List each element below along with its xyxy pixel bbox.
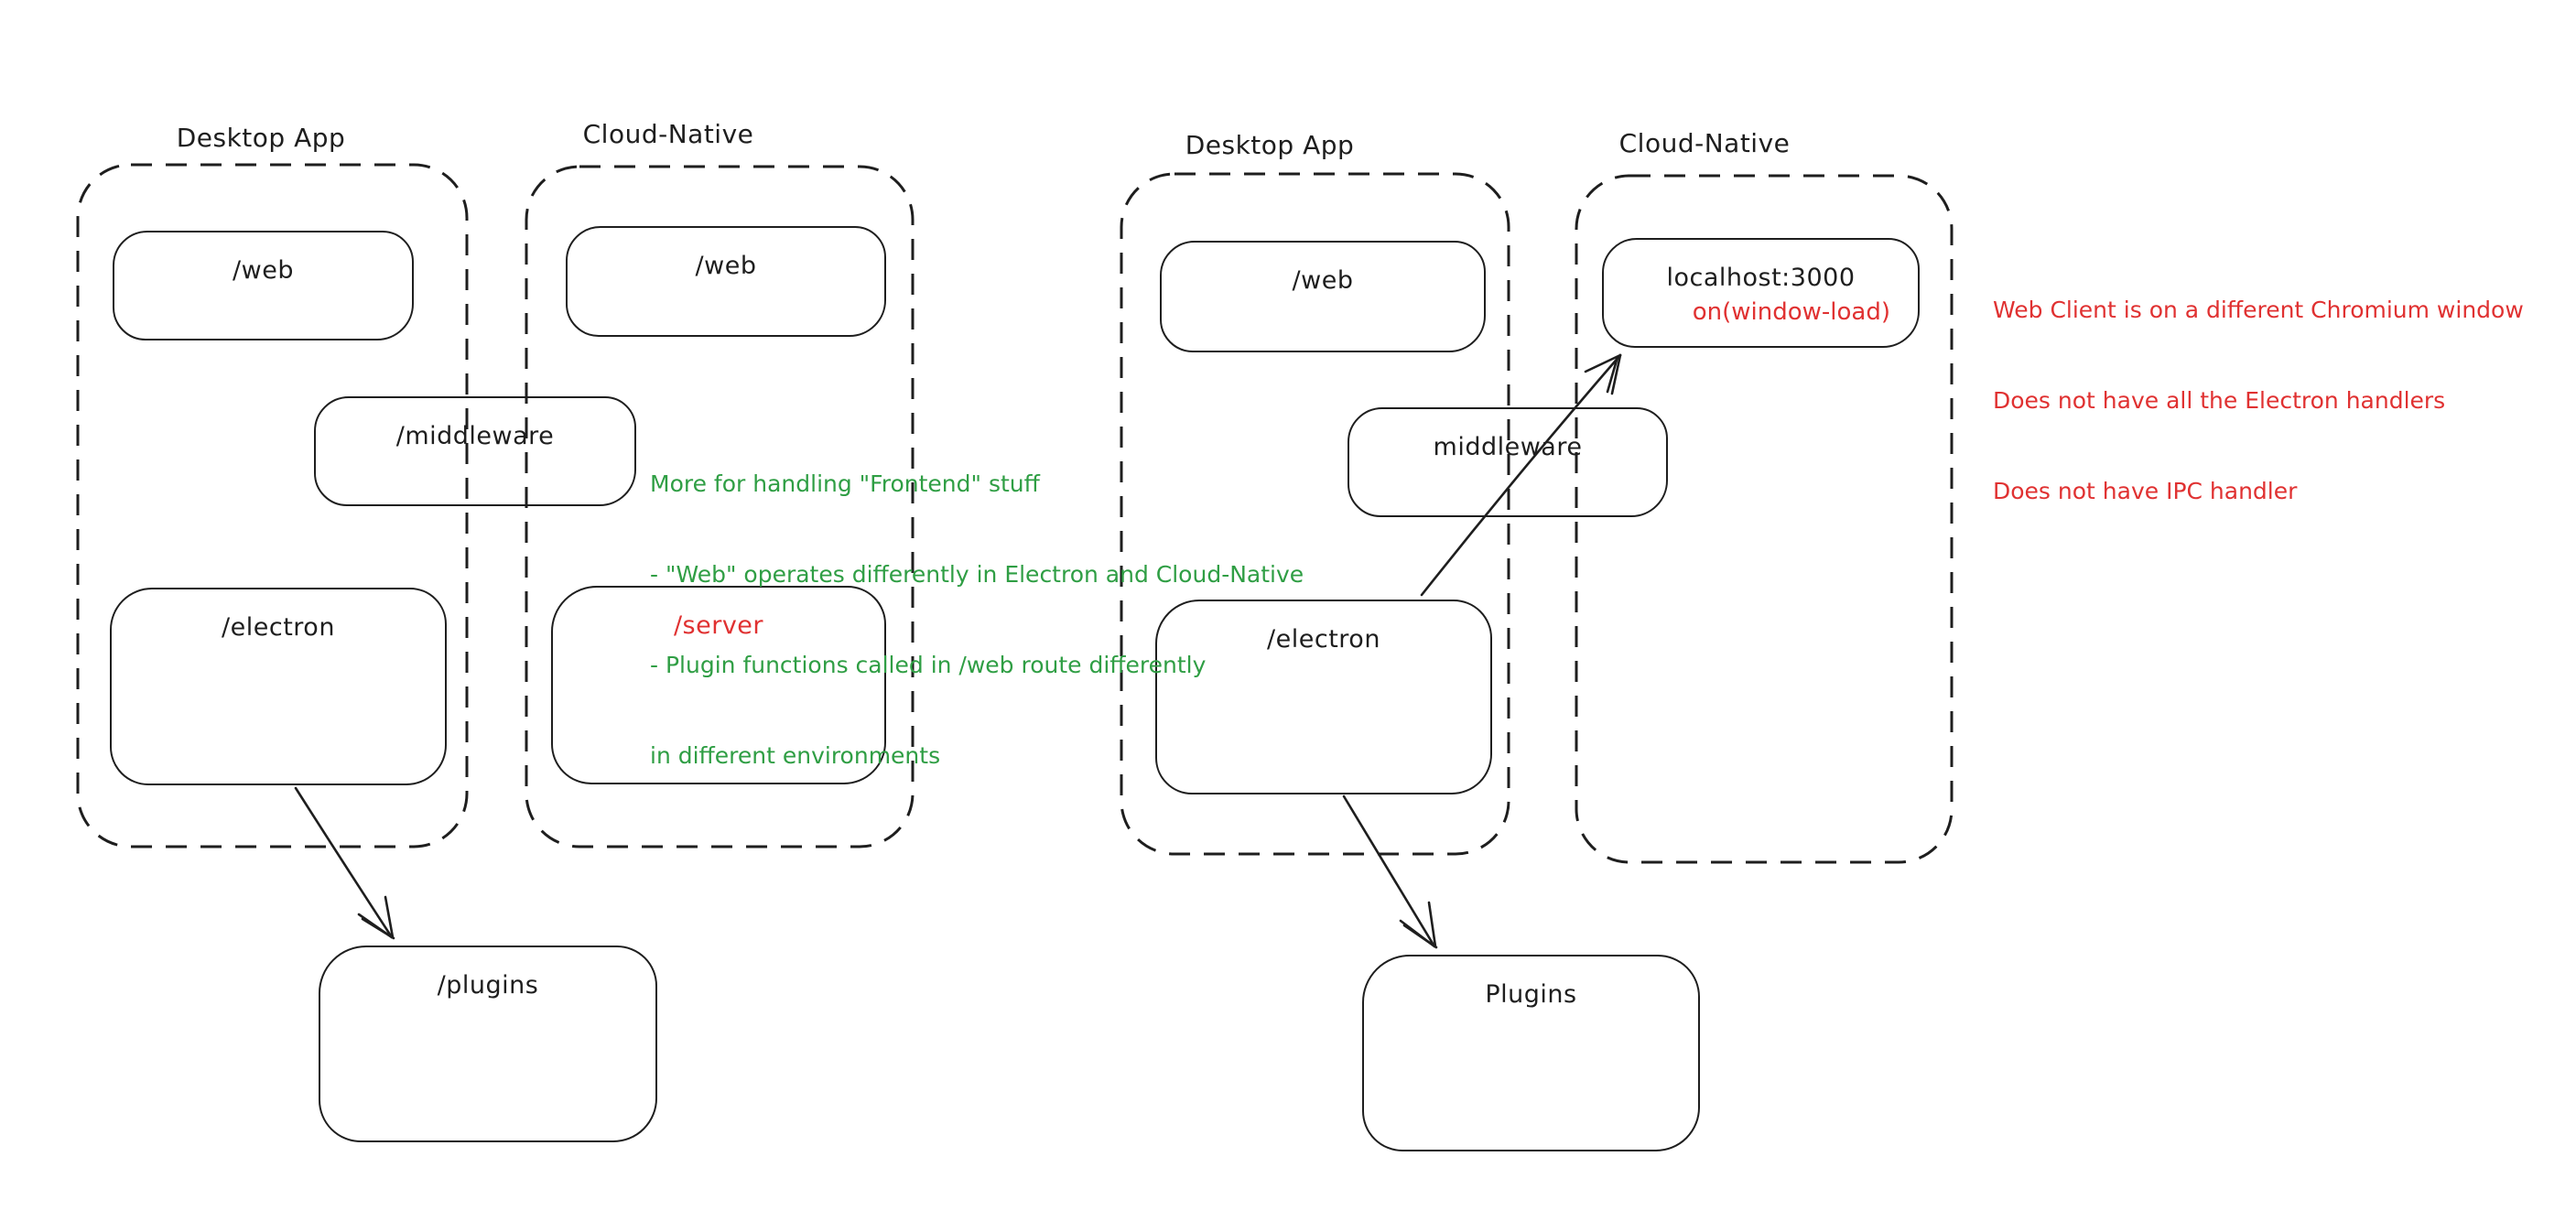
right-localhost-box: localhost:3000 on(window-load) xyxy=(1602,238,1920,348)
green-note-line-3: - Plugin functions called in /web route … xyxy=(650,652,1207,678)
left-electron-label: /electron xyxy=(222,613,335,642)
right-window-load-label: on(window-load) xyxy=(1692,298,1890,326)
left-middleware-label: /middleware xyxy=(395,422,555,450)
right-plugins-label: Plugins xyxy=(1485,980,1577,1009)
right-middleware-label: middleware xyxy=(1433,433,1583,461)
left-server-label: /server xyxy=(673,611,764,640)
left-middleware-box: /middleware xyxy=(314,396,636,506)
red-note: Web Client is on a different Chromium wi… xyxy=(1993,234,2524,567)
red-note-line-1: Web Client is on a different Chromium wi… xyxy=(1993,297,2524,323)
right-localhost-label: localhost:3000 xyxy=(1666,264,1856,292)
left-server-box: /server xyxy=(551,586,886,784)
green-note: More for handling "Frontend" stuff - "We… xyxy=(650,408,1304,831)
left-cloud-title: Cloud-Native xyxy=(582,119,754,149)
arrow-right-electron-to-plugins xyxy=(1342,794,1438,949)
right-plugins-box: Plugins xyxy=(1362,955,1700,1151)
left-desktop-web-label: /web xyxy=(233,256,294,285)
left-plugins-label: /plugins xyxy=(437,971,539,1000)
right-electron-label: /electron xyxy=(1267,625,1380,654)
arrow-left-electron-to-plugins xyxy=(294,786,395,940)
right-middleware-box: middleware xyxy=(1348,407,1668,517)
green-note-line-2: - "Web" operates differently in Electron… xyxy=(650,561,1304,588)
red-note-line-2: Does not have all the Electron handlers xyxy=(1993,387,2446,414)
right-cloud-title: Cloud-Native xyxy=(1618,128,1791,158)
left-desktop-title: Desktop App xyxy=(176,123,346,153)
right-electron-box: /electron xyxy=(1155,600,1492,794)
right-desktop-web-box: /web xyxy=(1160,241,1486,352)
left-cloud-web-box: /web xyxy=(566,226,886,337)
right-desktop-web-label: /web xyxy=(1292,266,1354,295)
left-desktop-web-box: /web xyxy=(113,231,414,340)
left-cloud-web-label: /web xyxy=(695,252,757,280)
right-desktop-title: Desktop App xyxy=(1185,130,1355,160)
green-note-line-1: More for handling "Frontend" stuff xyxy=(650,470,1040,497)
left-plugins-box: /plugins xyxy=(319,946,657,1142)
green-note-line-4: in different environments xyxy=(650,742,941,769)
left-electron-box: /electron xyxy=(110,588,447,785)
red-note-line-3: Does not have IPC handler xyxy=(1993,478,2298,504)
